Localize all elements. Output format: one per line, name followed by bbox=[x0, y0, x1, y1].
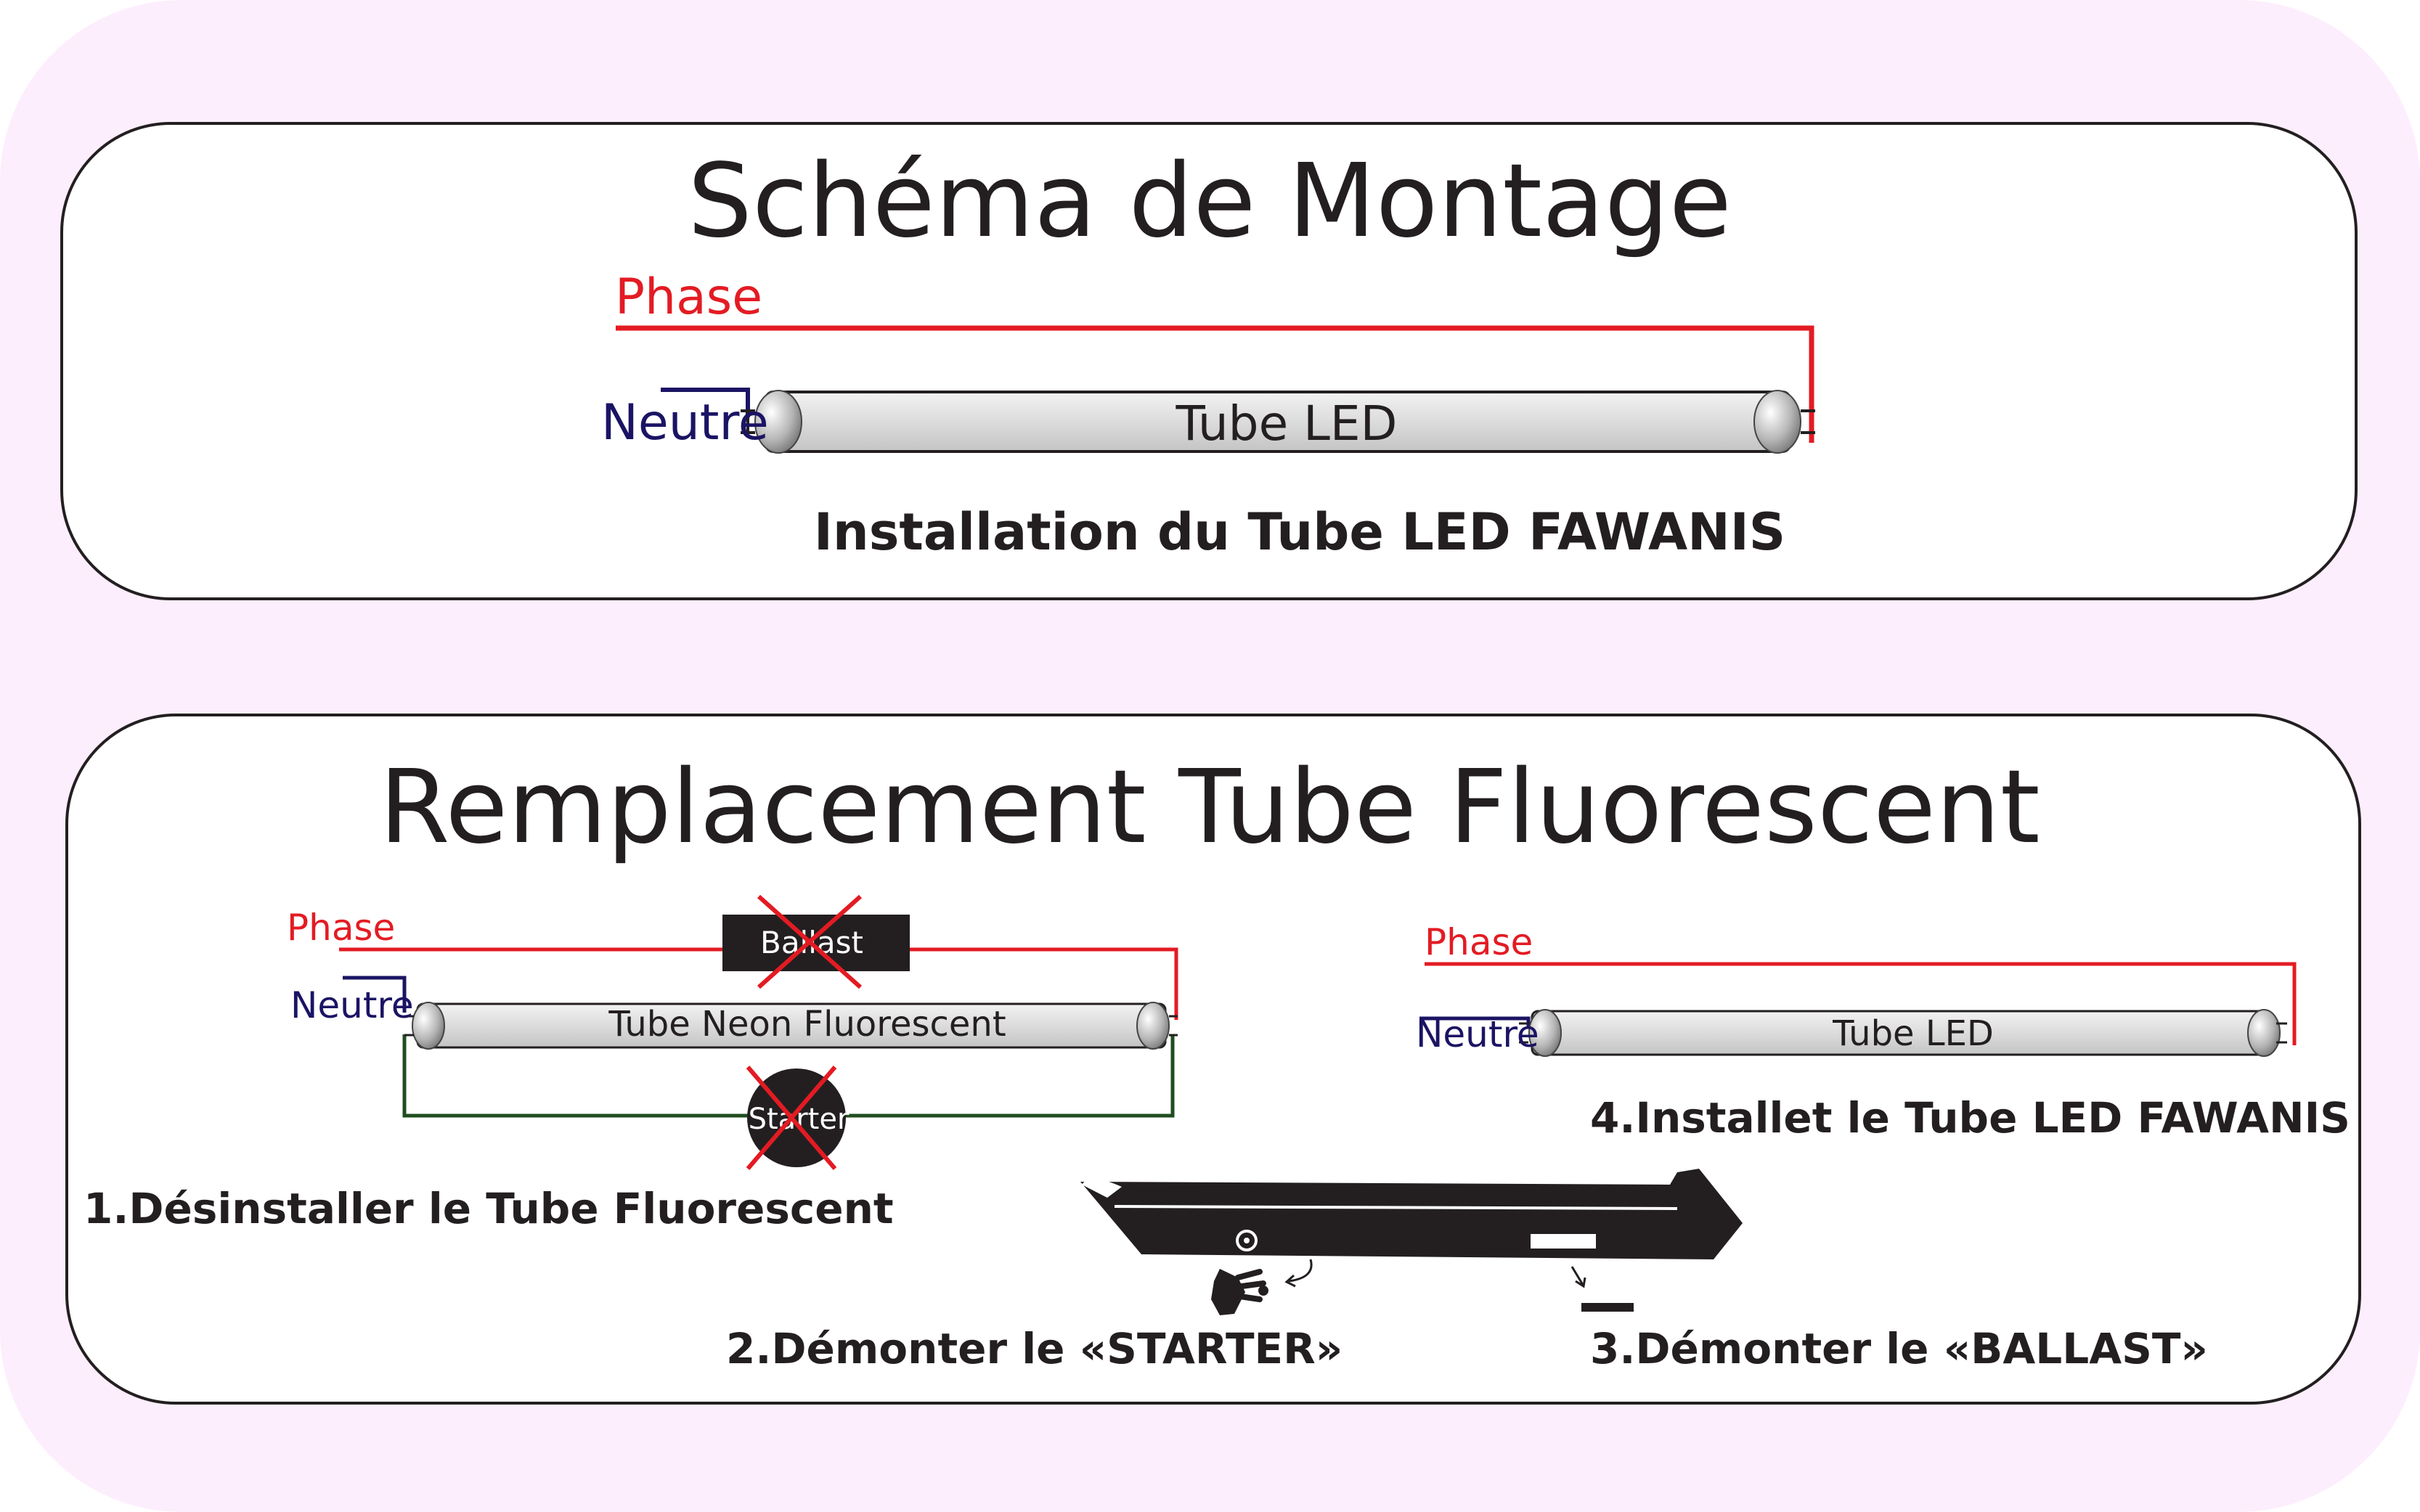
step2-caption: 2.Démonter le «STARTER» bbox=[726, 1324, 1343, 1373]
led-replacement-tube bbox=[1519, 1009, 2287, 1057]
fluorescent-tube bbox=[404, 1002, 1178, 1050]
hand-icon bbox=[1211, 1269, 1268, 1315]
ballast-piece-icon bbox=[1581, 1303, 1634, 1312]
led-neutral-label: Neutre bbox=[1416, 1013, 1539, 1055]
fluor-phase-label: Phase bbox=[287, 907, 395, 949]
step1-caption: 1.Désinstaller le Tube Fluorescent bbox=[83, 1184, 894, 1233]
top-tube-led bbox=[741, 390, 1815, 454]
top-caption: Installation du Tube LED FAWANIS bbox=[814, 502, 1785, 562]
top-phase-wire bbox=[616, 325, 1814, 443]
top-neutral-label: Neutre bbox=[601, 394, 769, 451]
fluor-neutral-wire bbox=[343, 976, 407, 1013]
led-replacement-diagram: Tube LED Phase Neutre bbox=[1416, 921, 2297, 1057]
bottom-panel-frame bbox=[65, 714, 2361, 1405]
bottom-panel: Remplacement Tube Fluorescent Ballast Tu… bbox=[65, 714, 2361, 1405]
starter-cross bbox=[746, 1066, 837, 1170]
bottom-panel-title: Remplacement Tube Fluorescent bbox=[379, 748, 2040, 867]
fluorescent-tube-label: Tube Neon Fluorescent bbox=[608, 1004, 1006, 1045]
fixture-top-edge bbox=[1114, 1205, 1678, 1210]
ballast-arrow-icon bbox=[1570, 1266, 1584, 1286]
starter-arrow-icon bbox=[1288, 1259, 1313, 1283]
top-panel-title: Schéma de Montage bbox=[688, 142, 1732, 261]
step4-caption: 4.Installet le Tube LED FAWANIS bbox=[1590, 1093, 2350, 1143]
ballast-cross bbox=[757, 894, 862, 989]
fluor-neutral-label: Neutre bbox=[290, 984, 414, 1026]
led-replacement-tube-label: Tube LED bbox=[1832, 1013, 1994, 1054]
top-panel-frame bbox=[60, 122, 2358, 600]
ballast-box bbox=[722, 915, 910, 971]
light-fixture-illustration bbox=[1080, 1169, 1743, 1315]
led-phase-wire bbox=[1425, 962, 2297, 1045]
fixture-endcap bbox=[1082, 1179, 1122, 1198]
top-phase-label: Phase bbox=[615, 269, 762, 326]
top-neutral-wire bbox=[661, 388, 750, 417]
fluorescent-diagram: Ballast Tube Neon Fluorescent Starter Ph… bbox=[287, 894, 1178, 1170]
led-phase-label: Phase bbox=[1425, 921, 1533, 963]
ballast-slot-icon bbox=[1531, 1234, 1596, 1249]
step3-caption: 3.Démonter le «BALLAST» bbox=[1590, 1324, 2208, 1373]
top-tube-label: Tube LED bbox=[1176, 396, 1398, 451]
top-panel: Schéma de Montage Phase Neutre Tube LED … bbox=[60, 122, 2358, 600]
fluor-phase-wire bbox=[339, 947, 1178, 1020]
starter-socket-icon bbox=[1236, 1230, 1258, 1251]
